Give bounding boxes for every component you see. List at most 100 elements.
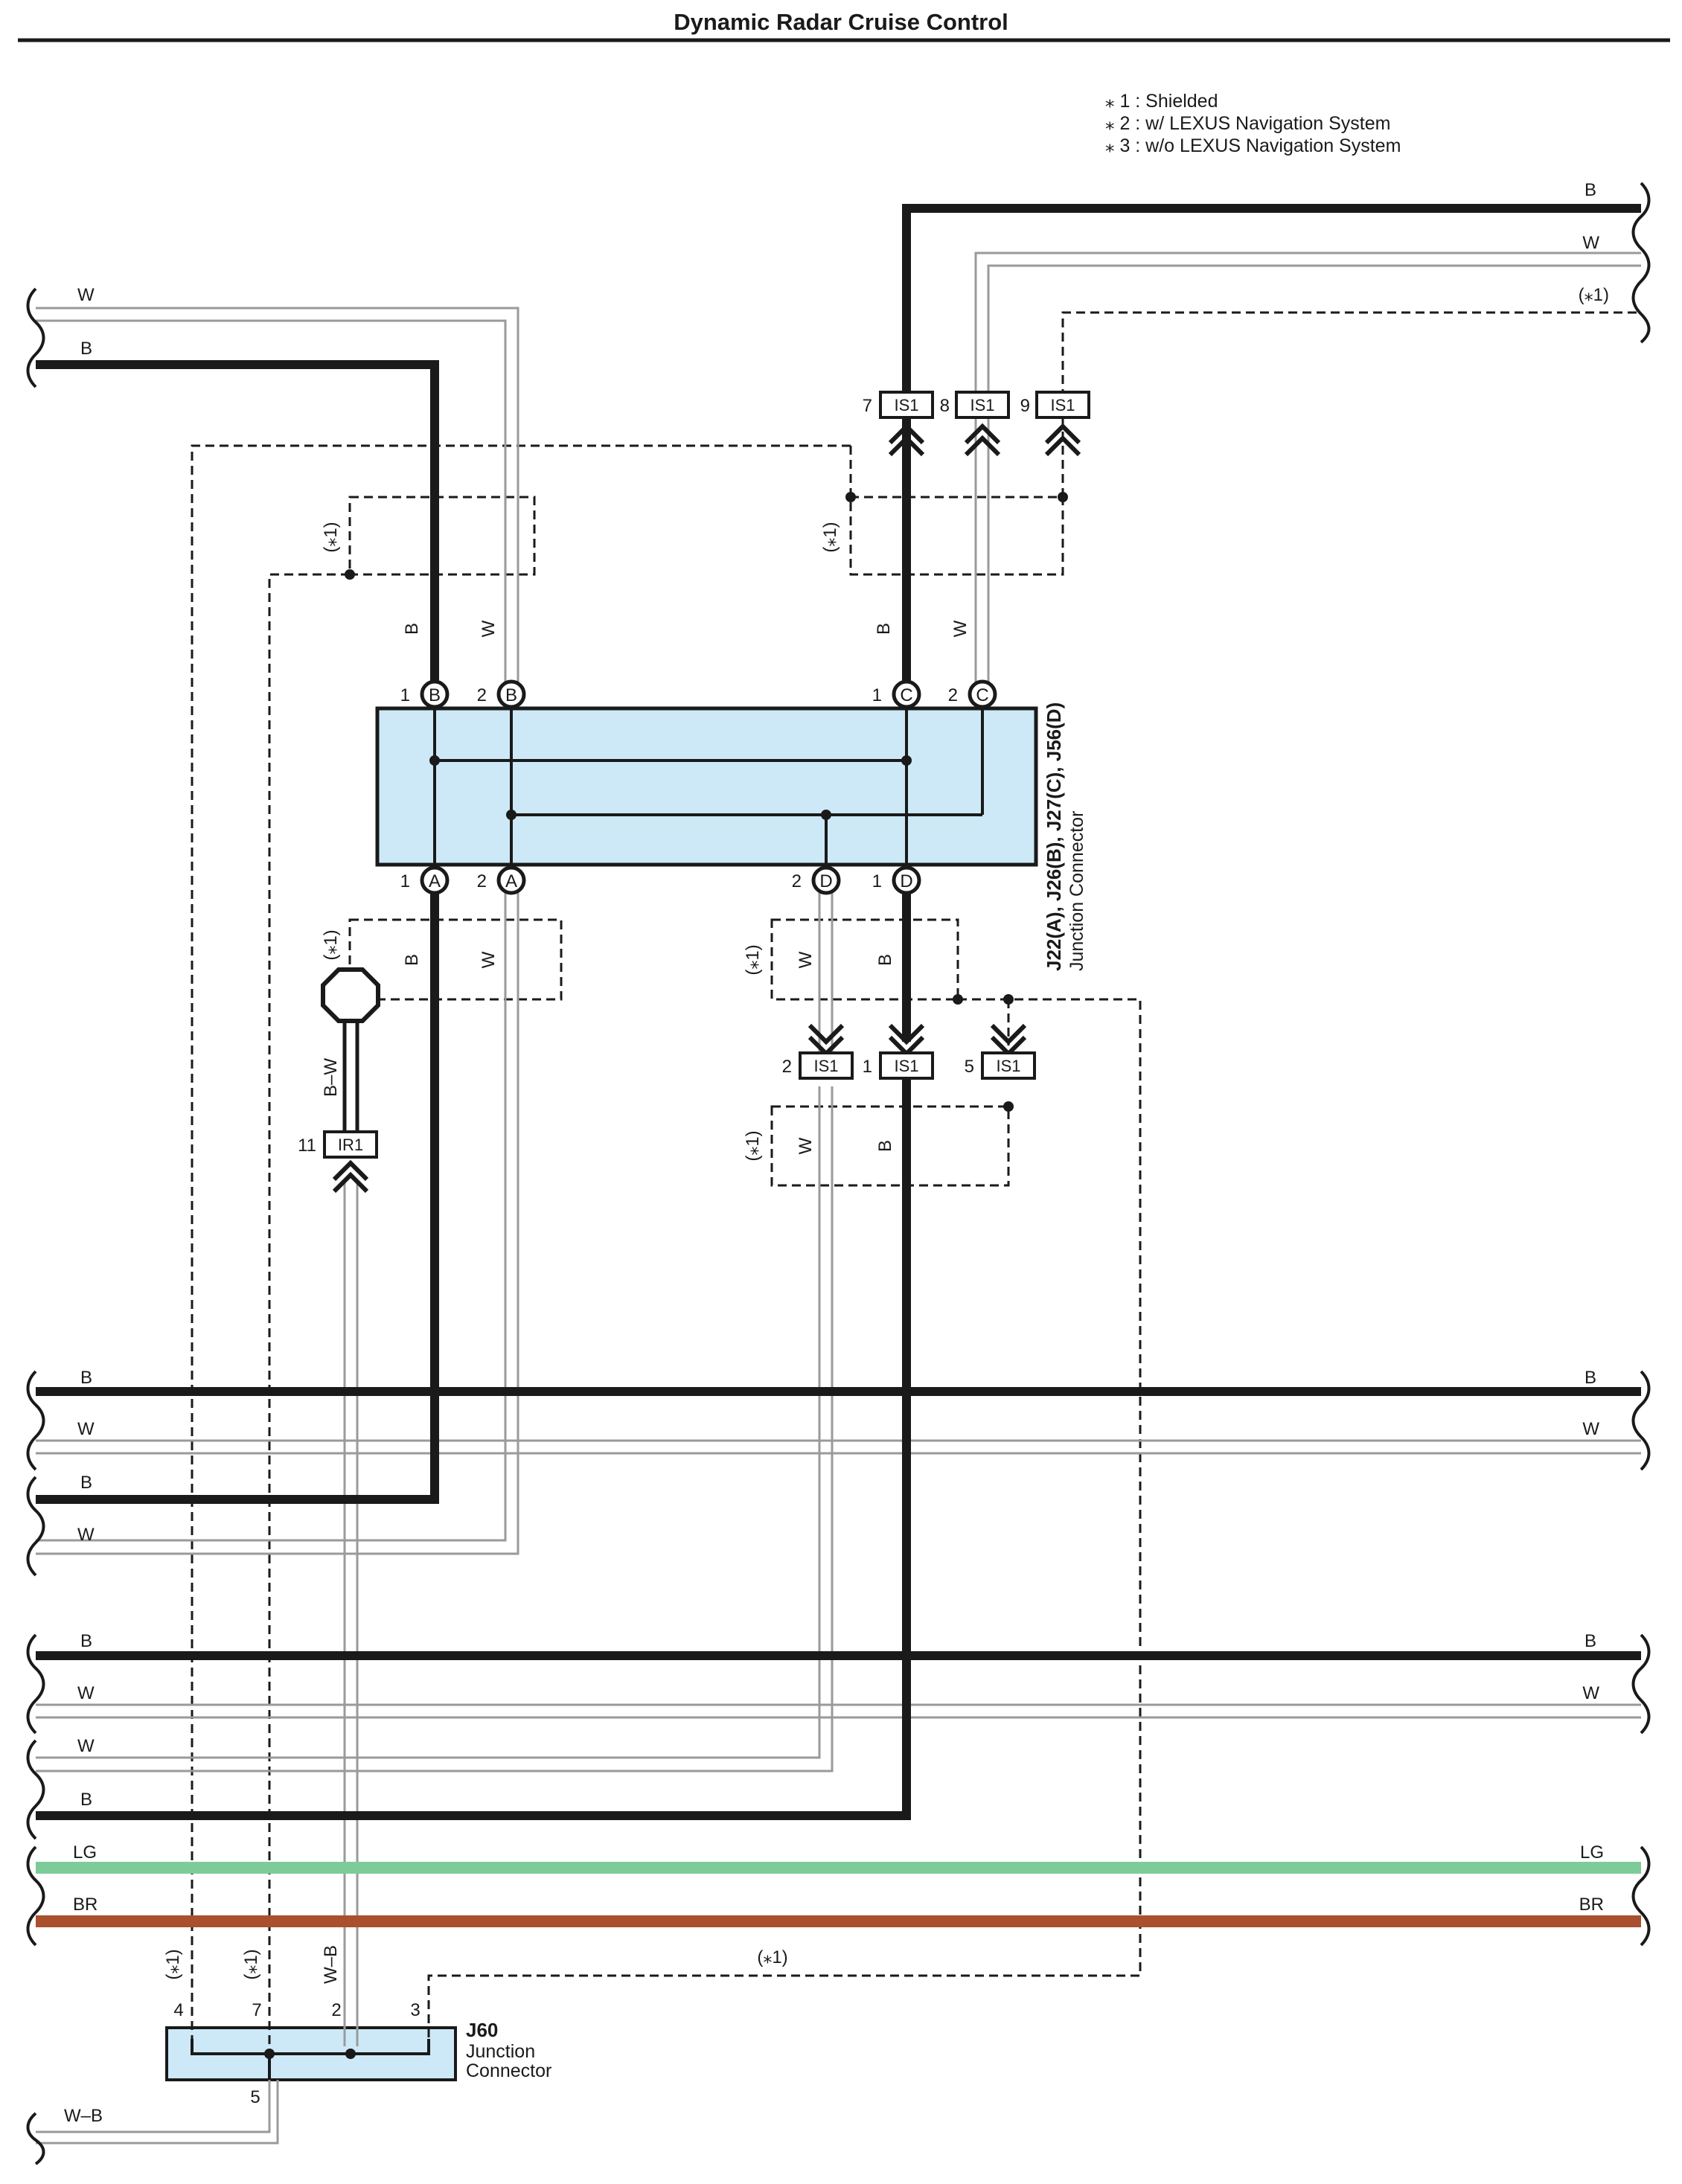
pin-letter-a1: A	[429, 871, 441, 891]
j60-pin-numbers: 4 7 2 3 5	[173, 2000, 420, 2107]
label-w-2: W	[77, 1525, 95, 1545]
label-shield-top-right: (⁎1)	[1579, 285, 1609, 305]
junction-internal-lines	[191, 708, 984, 2080]
wire-break-marks	[26, 182, 1651, 2165]
label-shield-bottom: (⁎1)	[757, 1947, 787, 1967]
vlabel-b-w: B–W	[321, 1058, 341, 1097]
j60-id: J60	[466, 2019, 498, 2041]
is1-2-box	[799, 1051, 854, 1080]
vlabel-w-b-j60: W–B	[321, 1945, 341, 1984]
is1-5-num: 5	[965, 1057, 974, 1077]
vlabel-shield-is1: (⁎1)	[743, 1130, 763, 1161]
vlabel-shield-d: (⁎1)	[743, 944, 763, 975]
vlabel-b-above-c1: B	[874, 623, 894, 635]
vlabel-b-below-a1: B	[402, 954, 422, 966]
is1-9-name: IS1	[1050, 396, 1075, 414]
junction-connector-ids: J22(A), J26(B), J27(C), J56(D)	[1043, 702, 1065, 971]
pin-num-c1: 1	[872, 685, 882, 705]
label-w-right-1: W	[1582, 1419, 1599, 1439]
vlabel-shield-top-right: (⁎1)	[820, 522, 840, 552]
vlabel-shield-top-left: (⁎1)	[321, 522, 341, 552]
is1-1-num: 1	[863, 1057, 872, 1077]
is1-2-num: 2	[782, 1057, 792, 1077]
ground-wire	[342, 1021, 359, 1131]
junction-dots	[264, 492, 1068, 2059]
pin-letter-b1: B	[429, 685, 441, 705]
label-b-1: B	[80, 1368, 92, 1388]
label-b-4: B	[80, 1790, 92, 1810]
is1-7-name: IS1	[894, 396, 918, 414]
vlabel-shield-ground: (⁎1)	[321, 929, 341, 960]
diagram-title: Dynamic Radar Cruise Control	[674, 9, 1008, 35]
ir1-11-num: 11	[298, 1136, 316, 1156]
label-w-right-2: W	[1582, 1683, 1599, 1703]
label-w-4: W	[77, 1736, 95, 1756]
junction-pin-numbers: 1 2 1 2 1 2 2 1	[400, 685, 958, 891]
j60-pin-4: 4	[173, 2000, 183, 2020]
pin-num-b1: 1	[400, 685, 410, 705]
label-lg-left: LG	[73, 1842, 97, 1863]
pin-letter-c1: C	[900, 685, 912, 705]
label-w-b-bottom: W–B	[64, 2106, 103, 2126]
vlabel-shield-j60-7: (⁎1)	[241, 1949, 261, 1979]
label-lg-right: LG	[1580, 1842, 1604, 1863]
pin-letter-b2: B	[505, 685, 517, 705]
connector-chevrons	[332, 423, 1081, 1194]
pin-num-a1: 1	[400, 871, 410, 891]
j60-pin-7: 7	[252, 2000, 261, 2020]
ir1-11-name: IR1	[338, 1136, 363, 1154]
j60-pin-3: 3	[410, 2000, 420, 2020]
shield-lines	[191, 311, 1641, 2046]
label-b-right-1: B	[1585, 1368, 1596, 1388]
label-b-right-2: B	[1585, 1631, 1596, 1651]
note-without-nav: ⁎ 3 : w/o LEXUS Navigation System	[1105, 135, 1401, 156]
j60-name-line2: Connector	[466, 2060, 551, 2081]
label-w-3: W	[77, 1683, 95, 1703]
inline-connectors: IS1 7 IS1 8 IS1 9 IS1 2 IS1 1 IS1 5 IR1 …	[298, 391, 1090, 1159]
is1-1-box	[879, 1051, 934, 1080]
label-br-left: BR	[73, 1895, 97, 1915]
label-b-top-right: B	[1585, 180, 1596, 200]
pin-num-d1: 1	[872, 871, 882, 891]
white-wires	[36, 252, 1641, 2145]
pin-num-b2: 2	[477, 685, 487, 705]
junction-pin-circles	[420, 679, 997, 895]
is1-7-box	[879, 391, 934, 419]
vlabel-w-below-is1: W	[796, 1137, 816, 1154]
is1-5-box	[981, 1051, 1036, 1080]
label-br-right: BR	[1579, 1895, 1604, 1915]
pin-num-a2: 2	[477, 871, 487, 891]
junction-connector-name: Junction Connector	[1067, 811, 1087, 971]
is1-8-num: 8	[940, 396, 950, 416]
junction-pin-letters: B B C C A A D D	[429, 685, 989, 891]
vlabel-b-below-d1: B	[875, 954, 895, 966]
vlabel-w-above-c2: W	[950, 620, 970, 637]
pin-letter-c2: C	[976, 685, 988, 705]
wire-labels-left: W B B W B W B W W B LG BR W–B	[64, 285, 103, 2126]
note-with-nav: ⁎ 2 : w/ LEXUS Navigation System	[1105, 113, 1390, 134]
label-w-top-left: W	[77, 285, 95, 305]
ground-point-icon	[321, 967, 380, 1023]
pin-num-c2: 2	[948, 685, 958, 705]
pin-letter-d1: D	[900, 871, 912, 891]
vlabel-b-below-is1: B	[875, 1140, 895, 1152]
black-wires	[36, 204, 1641, 1820]
pin-letter-a2: A	[505, 871, 517, 891]
vlabel-w-below-a2: W	[479, 951, 499, 968]
vlabel-shield-j60-4: (⁎1)	[163, 1949, 183, 1979]
label-b-top-left: B	[80, 339, 92, 359]
vlabel-w-below-d2: W	[796, 951, 816, 968]
wire-labels-right: B W (⁎1) B W B W LG BR	[1579, 180, 1609, 1915]
is1-9-num: 9	[1020, 396, 1030, 416]
is1-8-name: IS1	[970, 396, 994, 414]
note-shielded: ⁎ 1 : Shielded	[1105, 91, 1218, 112]
label-w-1: W	[77, 1419, 95, 1439]
is1-9-box	[1035, 391, 1090, 419]
vertical-wire-labels: B W B W (⁎1) (⁎1) B W (⁎1) W B (⁎1) W B …	[163, 522, 970, 1984]
vlabel-w-above-b2: W	[479, 620, 499, 637]
pin-letter-d2: D	[819, 871, 832, 891]
label-w-top-right: W	[1582, 233, 1599, 253]
ir1-11-box	[323, 1130, 378, 1159]
label-b-2: B	[80, 1473, 92, 1493]
